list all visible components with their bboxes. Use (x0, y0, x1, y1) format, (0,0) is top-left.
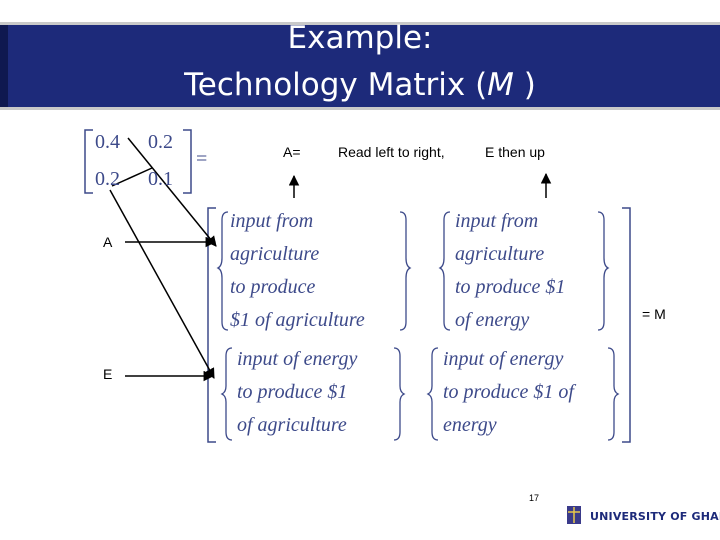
label-e: E (103, 366, 113, 382)
cell-21-line-1: input of energy (237, 348, 358, 370)
cell-agriculture-from-agriculture: input from agriculture to produce $1 of … (230, 205, 365, 337)
label-e-then-up: E then up (485, 144, 545, 160)
title-bar (0, 22, 720, 110)
title-bar-shade (0, 25, 8, 107)
cell-energy-to-energy: input of energy to produce $1 of energy (443, 343, 574, 442)
brace-12-left (438, 211, 451, 331)
brace-22-left (426, 347, 439, 441)
cell-22-line-2: to produce $1 of (443, 381, 574, 403)
slide-title-line1: Example: (287, 20, 433, 56)
cell-12-line-3: to produce $1 (455, 276, 566, 298)
cell-11-line-3: to produce (230, 276, 316, 298)
title-suffix: ) (513, 67, 536, 103)
arrow-diag-from-top-left (109, 189, 215, 379)
cell-agriculture-to-energy: input from agriculture to produce $1 of … (455, 205, 565, 337)
title-symbol: M (487, 67, 514, 103)
arrow-diag-from-top (127, 137, 217, 247)
brace-21-left (220, 347, 233, 441)
matrix-r1c2: 0.2 (148, 131, 173, 153)
small-matrix-left-bracket (84, 129, 93, 194)
slide-title-line2: Technology Matrix (M ) (0, 66, 720, 104)
small-matrix-right-bracket (183, 129, 192, 194)
brace-22-right (607, 347, 620, 441)
label-a: A (103, 234, 113, 250)
matrix-r2c2: 0.1 (148, 168, 173, 190)
matrix-equals: = (196, 148, 208, 170)
cell-11-line-4: $1 of agriculture (230, 309, 365, 331)
cell-21-line-3: of agriculture (237, 414, 347, 436)
brace-11-left (216, 211, 229, 331)
cell-12-line-2: agriculture (455, 243, 545, 265)
label-read-left: Read left to right, (338, 144, 445, 160)
label-a-equals: A= (283, 144, 301, 160)
cell-energy-to-agriculture: input of energy to produce $1 of agricul… (237, 343, 357, 442)
matrix-r2c1: 0.2 (95, 168, 120, 190)
brace-21-right (393, 347, 406, 441)
title-prefix: Technology Matrix ( (184, 67, 488, 103)
university-logo-text: UNIVERSITY OF GHANA (590, 510, 720, 523)
big-matrix-left-bracket (207, 207, 216, 443)
cell-12-line-1: input from (455, 210, 539, 232)
cell-22-line-3: energy (443, 414, 497, 436)
brace-12-right (597, 211, 610, 331)
cell-11-line-1: input from (230, 210, 314, 232)
arrow-diag-to-corner (111, 167, 153, 187)
cell-12-line-4: of energy (455, 309, 530, 331)
matrix-r1c1: 0.4 (95, 131, 120, 153)
brace-11-right (399, 211, 412, 331)
label-equals-m: = M (642, 306, 666, 322)
page-number: 17 (529, 493, 540, 503)
cell-22-line-1: input of energy (443, 348, 564, 370)
cell-21-line-2: to produce $1 (237, 381, 348, 403)
big-matrix-right-bracket (622, 207, 631, 443)
cell-11-line-2: agriculture (230, 243, 320, 265)
